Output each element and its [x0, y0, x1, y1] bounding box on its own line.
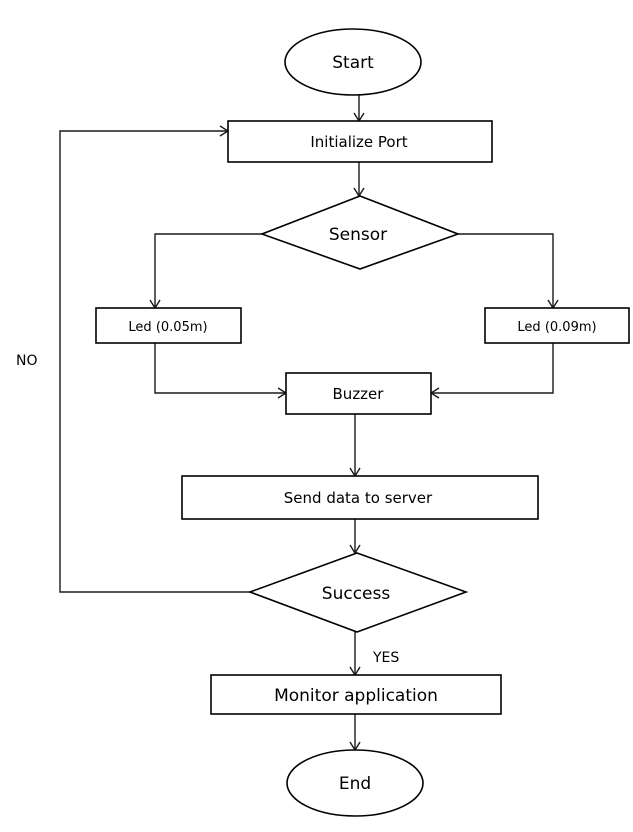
connector-sensor-led-right [458, 233, 554, 307]
end-label: End [339, 774, 371, 794]
monitor-application-node: Monitor application [210, 674, 502, 715]
end-node: End [286, 749, 424, 817]
led-right-node: Led (0.09m) [484, 307, 630, 344]
buzzer-label: Buzzer [333, 385, 385, 403]
buzzer-node: Buzzer [285, 372, 432, 415]
success-label: Success [322, 584, 391, 604]
connector-no-loop [59, 130, 250, 593]
start-label: Start [332, 53, 374, 73]
send-data-node: Send data to server [181, 475, 539, 520]
sensor-decision: Sensor [259, 195, 461, 270]
led-left-label: Led (0.05m) [128, 320, 207, 335]
initialize-port-node: Initialize Port [227, 120, 493, 163]
no-branch-label: NO [16, 353, 38, 369]
led-right-label: Led (0.09m) [517, 320, 596, 335]
success-decision: Success [247, 552, 469, 633]
connectors [59, 94, 559, 752]
connector-led-right-buzzer [432, 343, 554, 394]
send-data-label: Send data to server [284, 489, 433, 507]
yes-branch-label: YES [372, 650, 399, 666]
initialize-port-label: Initialize Port [310, 133, 407, 151]
start-node: Start [284, 28, 422, 96]
monitor-application-label: Monitor application [274, 686, 438, 706]
sensor-label: Sensor [329, 225, 387, 245]
led-left-node: Led (0.05m) [95, 307, 242, 344]
connector-led-left-buzzer [154, 343, 285, 394]
connector-sensor-led-left [154, 233, 262, 307]
